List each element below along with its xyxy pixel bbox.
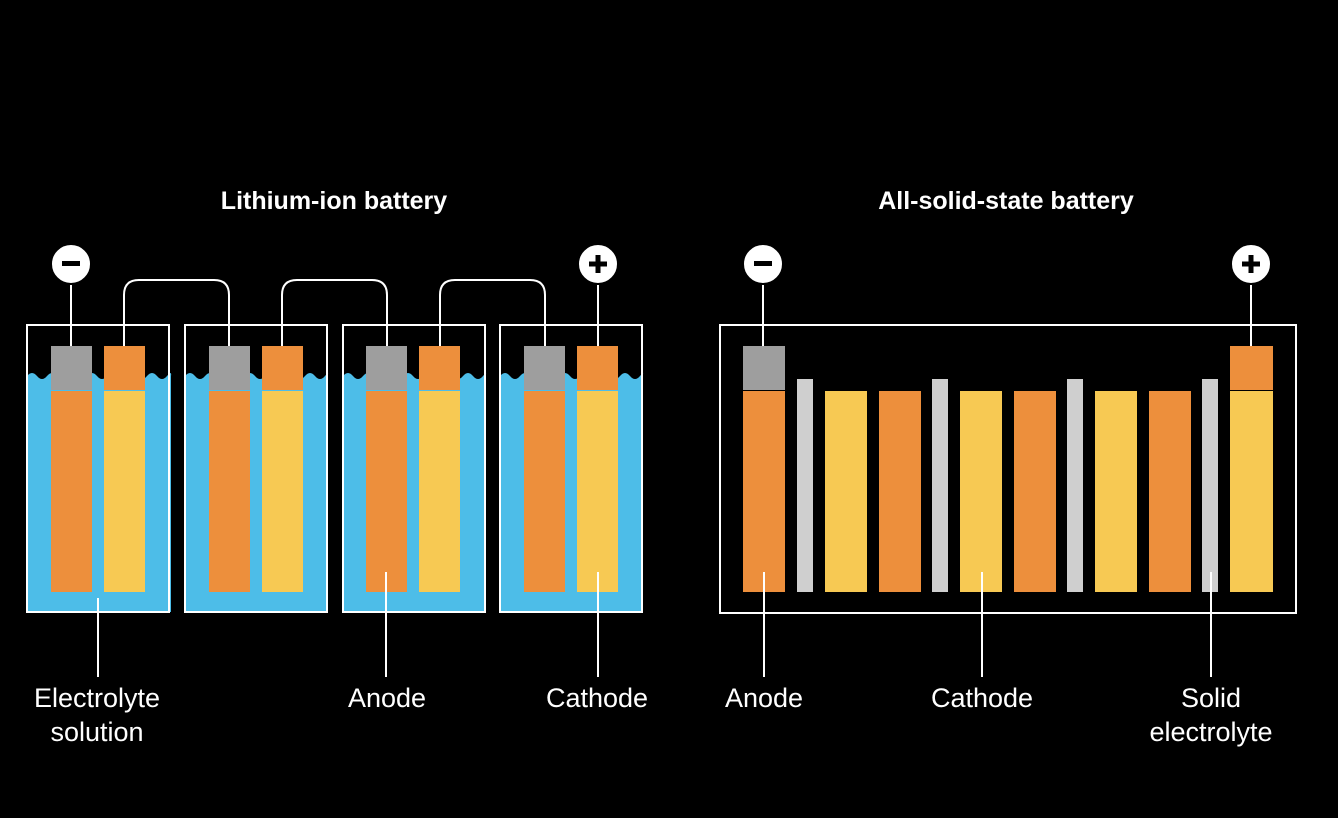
cathode-plate (960, 391, 1002, 592)
anode-cap (743, 346, 785, 390)
anode-plate (743, 391, 785, 592)
cathode-cap (1230, 346, 1273, 390)
anode-plate (366, 391, 407, 592)
cell-container (184, 324, 328, 613)
anode-cap (524, 346, 565, 390)
solid-electrolyte-label-line2: electrolyte (1149, 717, 1272, 747)
solid-electrolyte-plate (797, 379, 813, 592)
solid-state-title: All-solid-state battery (878, 187, 1134, 215)
li-cell-4 (499, 324, 644, 613)
anode-plate (1149, 391, 1191, 592)
li-cell-2 (184, 324, 329, 613)
electrolyte-liquid (185, 373, 329, 612)
cathode-plate (1230, 391, 1273, 592)
positive-terminal: + (1230, 243, 1272, 346)
lithium-ion-title: Lithium-ion battery (221, 187, 447, 215)
anode-plate (524, 391, 565, 592)
cathode-cap (262, 346, 303, 390)
anode-label: Anode (348, 683, 426, 713)
cathode-cap (577, 346, 618, 390)
electrolyte-liquid (500, 373, 644, 612)
electrolyte-liquid (343, 373, 487, 612)
positive-terminal: + (577, 243, 619, 346)
solid-state-panel: All-solid-state battery − (719, 187, 1297, 747)
cathode-plate (262, 391, 303, 592)
cathode-label: Cathode (546, 683, 648, 713)
anode-cap (366, 346, 407, 390)
solid-electrolyte-label-line1: Solid (1181, 683, 1241, 713)
anode-cap (209, 346, 250, 390)
solid-cell-container (719, 324, 1297, 614)
anode-plate (1014, 391, 1056, 592)
electrolyte-solution-label-line1: Electrolyte (34, 683, 160, 713)
cathode-plate (419, 391, 460, 592)
cell-connectors (123, 279, 546, 346)
cathode-label: Cathode (931, 683, 1033, 713)
li-cell-3 (342, 324, 487, 613)
anode-plate (209, 391, 250, 592)
cathode-cap (104, 346, 145, 390)
anode-label: Anode (725, 683, 803, 713)
cathode-plate (1095, 391, 1137, 592)
cathode-cap (419, 346, 460, 390)
cell-container (342, 324, 486, 613)
anode-plate (879, 391, 921, 592)
lithium-ion-panel: Lithium-ion battery (26, 187, 648, 747)
solid-electrolyte-plate (932, 379, 948, 592)
cathode-plate (825, 391, 867, 592)
solid-electrolyte-plate (1067, 379, 1083, 592)
label-leaders (763, 572, 1212, 677)
cell-container (499, 324, 643, 613)
connector-3 (439, 279, 546, 346)
connector-1 (123, 279, 230, 346)
electrolyte-solution-label-line2: solution (50, 717, 143, 747)
li-cell-1 (26, 324, 172, 613)
anode-plate (51, 391, 92, 592)
solid-electrolyte-plate (1202, 379, 1218, 592)
negative-terminal: − (742, 243, 784, 346)
cathode-plate (104, 391, 145, 592)
anode-cap (51, 346, 92, 390)
electrolyte-liquid (27, 373, 172, 612)
connector-2 (281, 279, 388, 346)
negative-terminal: − (50, 243, 92, 346)
label-leaders (97, 572, 599, 677)
cathode-plate (577, 391, 618, 592)
